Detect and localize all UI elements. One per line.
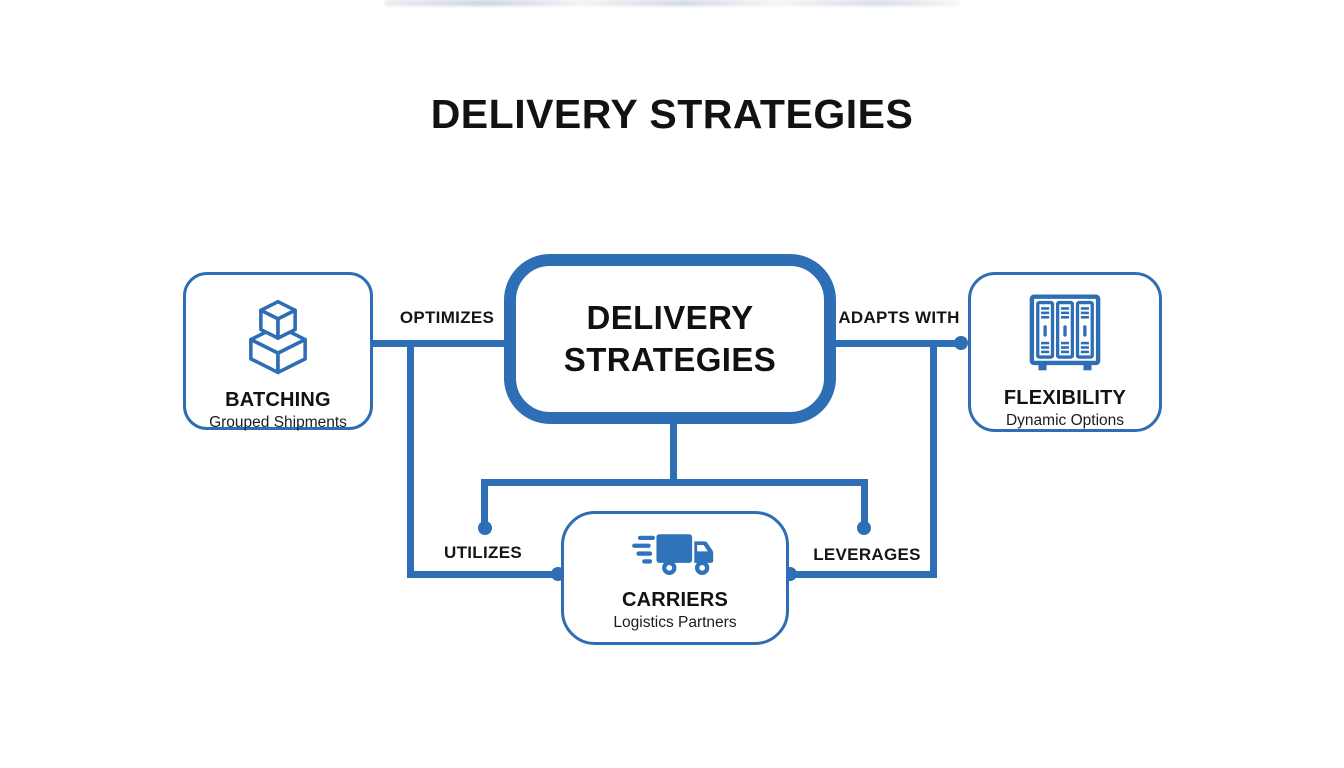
junction-dot-flexibility xyxy=(954,336,968,350)
junction-dot-stub-right xyxy=(857,521,871,535)
node-carriers: CARRIERS Logistics Partners xyxy=(561,511,789,645)
node-flexibility-subtitle: Dynamic Options xyxy=(1005,412,1124,429)
connector-batching-center xyxy=(372,340,506,347)
connector-right-to-carriers xyxy=(787,571,937,578)
node-carriers-title: CARRIERS xyxy=(621,589,729,611)
edge-label-optimizes: OPTIMIZES xyxy=(399,308,495,327)
connector-left-vertical xyxy=(407,340,414,578)
connector-center-flexibility xyxy=(834,340,960,347)
connector-center-bottom-tail xyxy=(670,422,677,486)
node-batching: BATCHING Grouped Shipments xyxy=(183,272,373,431)
stacked-boxes-icon xyxy=(238,296,318,381)
cropped-top-artifact xyxy=(385,0,960,6)
edge-label-utilizes: UTILIZES xyxy=(444,543,522,562)
connector-right-vertical xyxy=(930,340,937,578)
page-title: DELIVERY STRATEGIES xyxy=(430,91,914,137)
node-batching-subtitle: Grouped Shipments xyxy=(209,414,347,431)
node-flexibility-title: FLEXIBILITY xyxy=(1003,387,1127,409)
center-node-label-line1: DELIVERY xyxy=(586,299,754,336)
node-flexibility: FLEXIBILITY Dynamic Options xyxy=(968,272,1162,432)
connector-left-to-carriers xyxy=(407,571,558,578)
center-node-delivery-strategies: DELIVERY STRATEGIES xyxy=(504,254,836,424)
connector-bottom-stub-right xyxy=(861,479,868,525)
delivery-truck-icon xyxy=(632,530,718,585)
center-node-label: DELIVERY STRATEGIES xyxy=(564,297,776,381)
edge-label-leverages: LEVERAGES xyxy=(813,545,921,564)
connector-bottom-crossbar xyxy=(481,479,868,486)
lockers-icon xyxy=(1028,293,1102,379)
node-carriers-subtitle: Logistics Partners xyxy=(613,614,737,631)
junction-dot-stub-left xyxy=(478,521,492,535)
center-node-label-line2: STRATEGIES xyxy=(563,341,777,378)
connector-bottom-stub-left xyxy=(481,479,488,525)
node-batching-title: BATCHING xyxy=(225,389,331,411)
edge-label-adapts-with: ADAPTS WITH xyxy=(838,308,960,327)
